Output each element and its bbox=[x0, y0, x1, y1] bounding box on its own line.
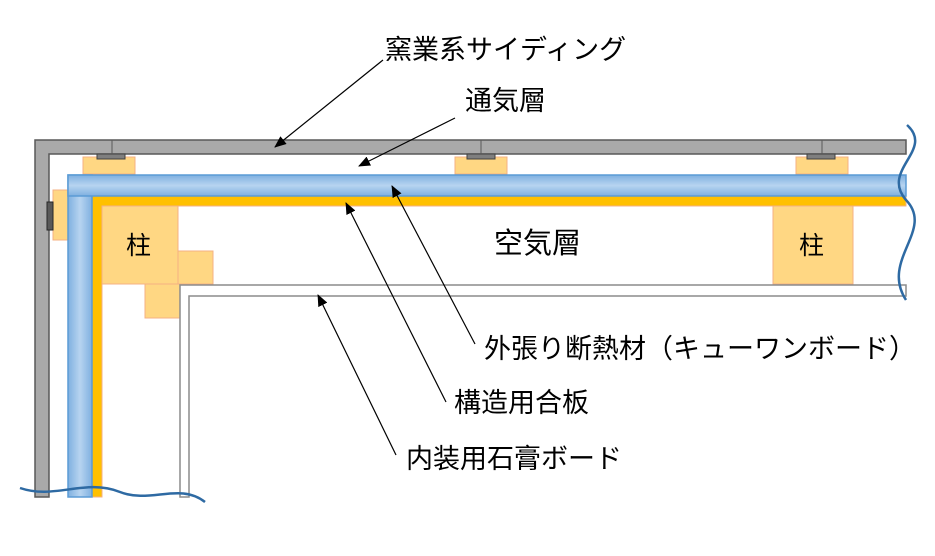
exterior-insulation bbox=[67, 174, 907, 498]
label-post-right: 柱 bbox=[799, 231, 825, 260]
label-post-left: 柱 bbox=[126, 231, 152, 260]
leader-lines bbox=[274, 59, 476, 456]
label-gypsum-board: 内装用石膏ボード bbox=[406, 444, 622, 475]
interior-gypsum-board bbox=[179, 284, 907, 498]
label-structural-plywood: 構造用合板 bbox=[454, 388, 589, 419]
siding bbox=[34, 139, 907, 498]
furring-strips bbox=[52, 156, 849, 241]
label-siding: 窯業系サイディング bbox=[385, 35, 627, 66]
label-air-vent-layer: 通気層 bbox=[465, 86, 546, 117]
siding-clips bbox=[46, 140, 836, 231]
posts bbox=[101, 205, 854, 319]
label-air-space: 空気層 bbox=[494, 226, 582, 260]
break-lines bbox=[19, 124, 917, 503]
label-exterior-insulation: 外張り断熱材（キューワンボード） bbox=[484, 334, 916, 365]
